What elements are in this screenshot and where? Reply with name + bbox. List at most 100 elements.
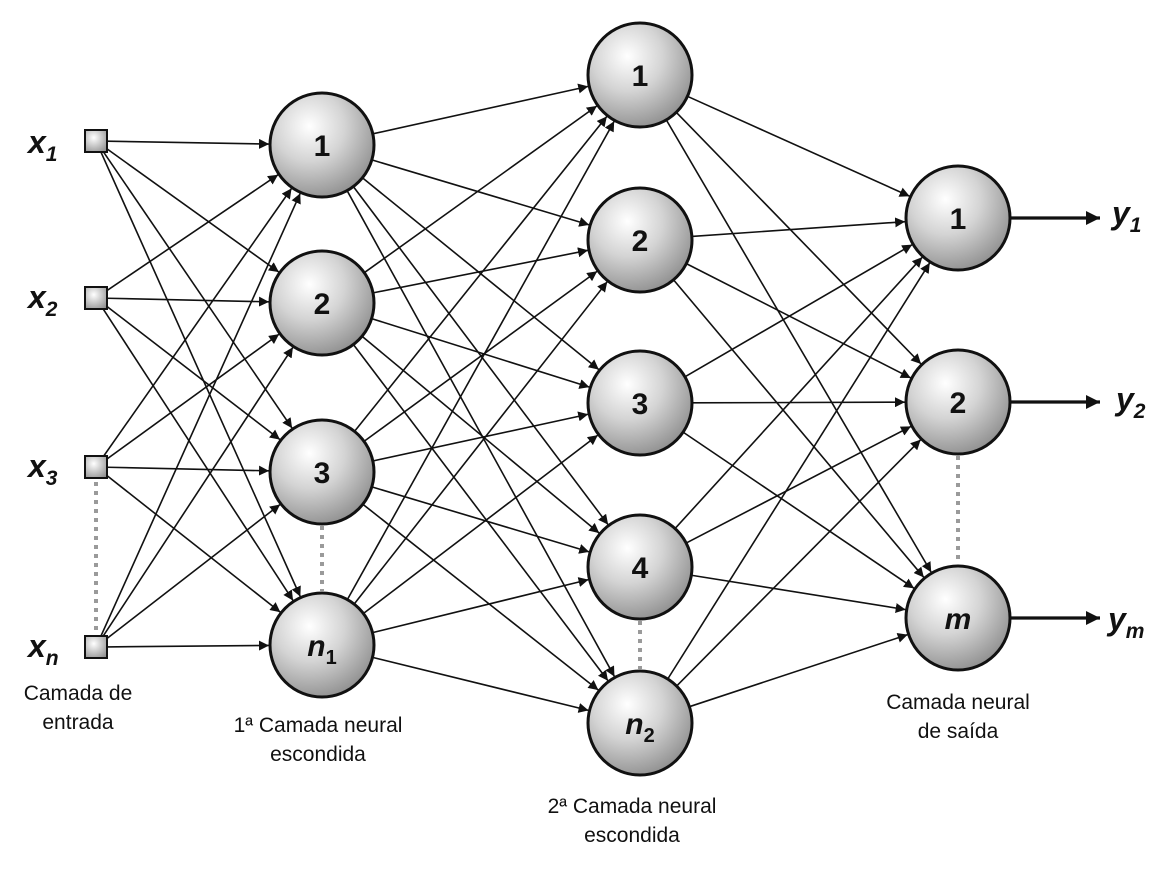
edge-input4-h1-1 [99,192,301,638]
edge-h2-2-out-1 [691,217,906,238]
output-neuron-3: m [904,564,1012,672]
edge-h2-5-out-2 [676,439,922,687]
edge-h1-1-h2-5 [346,190,616,677]
input-node-2 [84,286,108,310]
edge-input4-h1-4 [106,640,270,651]
edge-h1-4-h2-5 [372,656,589,713]
hidden2-neuron-5: n2 [586,669,694,777]
input-layer-caption-line1: Camada de [24,682,133,705]
output-neuron-3-circle [904,564,1012,672]
output-layer-caption-line2: de saída [918,720,999,743]
input-node-3 [84,455,108,479]
edge-h2-1-out-2 [675,111,922,365]
output-neuron-1-label: 1 [950,203,967,236]
edge-h1-3-h2-1 [353,115,608,432]
input-label-x3: x3 [26,448,58,490]
hidden1-neuron-2-circle [268,249,376,357]
hidden1-neuron-1-label: 1 [314,130,331,163]
edge-input2-h1-3 [104,304,281,441]
edge-h2-4-out-2 [685,425,912,544]
edge-h1-1-h2-1 [372,83,589,135]
output-label-ym: ym [1106,601,1144,643]
edge-h1-3-h2-3 [372,411,589,462]
hidden2-neuron-4: 4 [586,513,694,621]
edge-h2-5-out-3 [689,633,908,708]
hidden2-neuron-1-circle [586,21,694,129]
hidden1-neuron-4-label: n1 [307,630,336,669]
hidden2-neuron-2: 2 [586,186,694,294]
edge-h1-3-h2-4 [371,486,590,554]
output-neuron-2-label: 2 [950,387,967,420]
edge-input3-h1-3 [106,465,270,476]
edge-h1-2-h2-2 [372,247,589,294]
edge-input1-h1-4 [99,150,302,597]
edge-h2-2-out-3 [672,279,925,578]
output-neuron-1-circle [904,164,1012,272]
hidden1-neuron-3-label: 3 [314,457,331,490]
input-node-4 [84,635,108,659]
hidden1-neuron-3-circle [268,418,376,526]
input-label-x1: x1 [26,124,57,166]
output-label-y2: y2 [1114,381,1146,423]
hidden1-neuron-2: 2 [268,249,376,357]
edge-input3-h1-2 [104,333,280,462]
output-label-y1: y1 [1110,195,1141,237]
hidden1-neuron-1: 1 [268,91,376,199]
edge-h2-1-out-1 [687,95,910,197]
edge-h1-4-h2-2 [353,281,608,605]
hidden2-neuron-3-label: 3 [632,388,649,421]
edge-h2-3-out-1 [684,243,913,378]
edge-h1-1-h2-2 [371,159,590,227]
hidden2-neuron-3: 3 [586,349,694,457]
hidden2-neuron-4-circle [586,513,694,621]
hidden2-caption-line2: escondida [584,824,680,847]
hidden1-caption-line2: escondida [270,743,366,766]
hidden2-neuron-5-circle [586,669,694,777]
edge-input4-h1-3 [104,503,281,641]
hidden2-neuron-1-label: 1 [632,60,649,93]
hidden1-neuron-3: 3 [268,418,376,526]
edge-h1-2-h2-1 [363,105,598,274]
output-arrows [1010,211,1100,625]
input-label-xn: xn [26,628,59,670]
edge-input2-h1-1 [104,174,279,293]
edge-input1-h1-3 [101,149,293,429]
edge-h2-4-out-3 [691,574,906,613]
hidden2-neuron-1: 1 [586,21,694,129]
edge-h1-4-h2-3 [362,434,599,615]
connections [99,83,932,713]
hidden1-caption-line1: 1ª Camada neural [234,714,403,737]
edge-h2-3-out-3 [682,431,915,589]
edge-h1-4-h2-1 [346,120,615,600]
hidden2-neuron-5-label: n2 [625,708,654,747]
edge-input3-h1-1 [101,187,293,459]
edge-input2-h1-2 [106,296,270,307]
edge-h1-2-h2-3 [371,317,590,389]
input-node-1 [84,129,108,153]
edge-input4-h1-2 [101,346,294,639]
ellipsis-lines [94,456,960,669]
output-neuron-2-circle [904,348,1012,456]
edge-h1-2-h2-5 [352,343,609,682]
edge-h2-1-out-3 [665,119,932,573]
hidden1-neuron-1-circle [268,91,376,199]
edge-input3-h1-4 [104,473,281,613]
edge-h2-4-out-1 [674,256,923,530]
hidden2-neuron-3-circle [586,349,694,457]
edge-h1-3-h2-2 [363,270,598,442]
hidden2-neuron-4-label: 4 [632,552,649,585]
edge-input2-h1-4 [101,306,294,602]
edge-input1-h1-2 [104,146,280,273]
hidden2-caption-line1: 2ª Camada neural [548,795,717,818]
edge-h1-4-h2-4 [372,577,589,634]
output-neuron-1: 1 [904,164,1012,272]
input-label-x2: x2 [26,279,58,321]
output-layer-caption-line1: Camada neural [886,691,1030,714]
output-neuron-2: 2 [904,348,1012,456]
edge-h2-3-out-2 [691,397,906,408]
output-neuron-3-label: m [945,603,972,636]
neurons: 1 2 3 n1 1 2 3 4 n2 1 2 m [84,21,1012,777]
edge-h1-2-h2-4 [361,335,600,534]
